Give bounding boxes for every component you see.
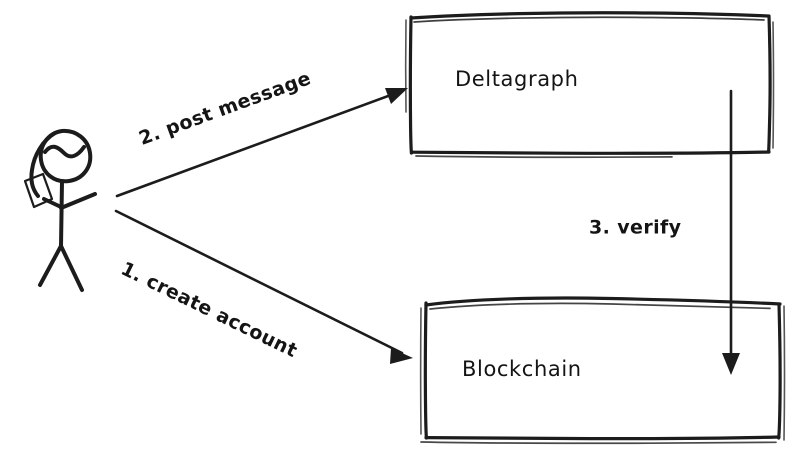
- edge-create-account-arrowhead: [390, 348, 413, 364]
- deltagraph-border-left: [408, 15, 413, 155]
- edge-create-account-label: 1. create account: [117, 258, 300, 363]
- deltagraph-border-right: [767, 14, 772, 154]
- node-blockchain-label: Blockchain: [462, 357, 582, 381]
- edge-post-message[interactable]: 2. post message: [115, 67, 408, 198]
- blockchain-border-top: [424, 296, 782, 307]
- blockchain-border-top-accent: [429, 302, 771, 310]
- deltagraph-border-top-accent: [413, 16, 765, 23]
- node-deltagraph[interactable]: Deltagraph: [404, 11, 775, 159]
- actor-left-leg: [38, 244, 63, 287]
- edge-post-message-line: [115, 90, 401, 198]
- blockchain-border-bottom-accent: [420, 441, 777, 445]
- deltagraph-border-bottom: [410, 150, 771, 155]
- actor-right-leg: [59, 244, 84, 292]
- actor-left-arm: [42, 197, 63, 209]
- edge-verify[interactable]: 3. verify: [589, 89, 740, 375]
- node-blockchain[interactable]: Blockchain: [419, 296, 786, 445]
- edge-post-message-label: 2. post message: [136, 67, 314, 150]
- blockchain-border-left: [423, 301, 428, 440]
- edge-verify-label: 3. verify: [589, 217, 682, 239]
- blockchain-border-bottom: [424, 435, 781, 441]
- edge-verify-arrowhead: [722, 353, 740, 375]
- actor-face-wave: [43, 144, 86, 159]
- actor-stick-figure[interactable]: [23, 128, 97, 292]
- deltagraph-border-bottom-accent: [415, 155, 673, 159]
- edge-create-account[interactable]: 1. create account: [114, 209, 413, 364]
- actor-torso: [59, 179, 64, 248]
- edge-create-account-line: [114, 209, 404, 355]
- node-deltagraph-label: Deltagraph: [455, 67, 579, 91]
- actor-raised-arm: [29, 131, 57, 198]
- actor-right-arm: [59, 192, 97, 210]
- edge-post-message-arrowhead: [385, 88, 408, 104]
- blockchain-border-right: [777, 302, 782, 440]
- deltagraph-border-top: [409, 11, 770, 20]
- actor-phone: [23, 172, 54, 209]
